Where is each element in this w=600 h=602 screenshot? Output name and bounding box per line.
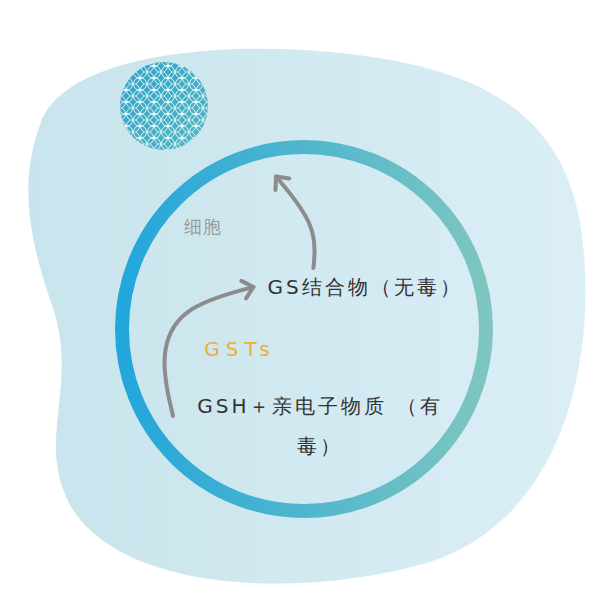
- cell-circle: 细胞 GS结合物（无毒） GSH＋亲电子物质 （有毒）: [114, 139, 494, 519]
- reactant-label: GSH＋亲电子物质 （有毒）: [195, 386, 445, 466]
- cell-membrane-ring: [114, 139, 494, 519]
- node-text: GSH＋亲电子物质 （有毒）: [195, 386, 445, 466]
- patterned-dot: [120, 62, 208, 150]
- reaction-arrow: [276, 177, 315, 268]
- cell-membrane: [122, 147, 486, 511]
- node-text: 细胞: [184, 215, 222, 238]
- patterned-dot-texture: [120, 62, 208, 150]
- background-blob: [28, 49, 585, 584]
- node-text: GS结合物（无毒）: [267, 274, 462, 300]
- product-label: GS结合物（无毒）: [267, 274, 462, 300]
- enzyme-label: GSTs: [204, 337, 276, 361]
